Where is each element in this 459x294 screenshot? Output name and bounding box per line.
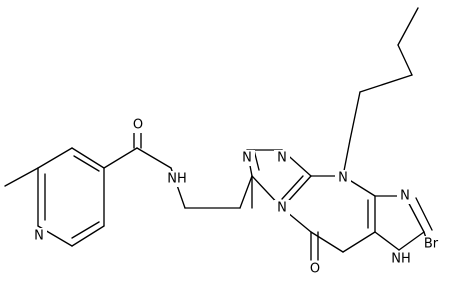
triazole-nitrogen-atom: N	[274, 150, 290, 166]
atom-label: N	[277, 201, 287, 216]
bond	[71, 221, 100, 239]
atom-label: N	[242, 151, 252, 166]
atom-label: N	[400, 189, 410, 204]
bond	[349, 91, 361, 141]
bond	[310, 231, 344, 253]
atom-label: N	[338, 171, 348, 186]
bond	[415, 197, 433, 231]
atom-label: Br	[424, 237, 439, 252]
bond	[4, 167, 39, 187]
bond-layer	[4, 7, 433, 261]
atom-label-layer: N O NH N N N N N	[31, 117, 442, 277]
imidazole-nitrogen-atom: N	[397, 188, 413, 204]
bond	[103, 147, 138, 169]
bond	[359, 74, 413, 93]
bond	[397, 7, 419, 46]
bromine-atom: Br	[420, 236, 442, 252]
bond	[239, 175, 253, 209]
atom-label: N	[34, 229, 44, 244]
bond	[73, 155, 100, 172]
bond	[398, 231, 425, 251]
amide-oxygen-atom: O	[130, 117, 146, 133]
bond	[281, 175, 304, 200]
bond	[136, 147, 172, 169]
triazole-nitrogen-atom: N	[239, 150, 255, 166]
amide-nh-atom: NH	[166, 171, 190, 187]
bond	[71, 225, 105, 247]
bond	[374, 231, 400, 251]
bond	[71, 147, 105, 169]
bond	[37, 147, 73, 169]
ring-nitrogen-atom: N	[335, 170, 351, 186]
atom-label: NH	[391, 252, 411, 267]
fused-nitrogen-atom: N	[274, 200, 290, 216]
atom-label: O	[133, 118, 143, 133]
bond	[397, 44, 413, 76]
atom-label: NH	[167, 172, 187, 187]
bond	[342, 231, 376, 253]
imidazole-nh-atom: NH	[389, 251, 413, 267]
pyridine-nitrogen-atom: N	[31, 228, 47, 244]
atom-label: O	[310, 262, 320, 277]
keto-oxygen-atom: O	[307, 261, 323, 277]
atom-label: N	[277, 151, 287, 166]
